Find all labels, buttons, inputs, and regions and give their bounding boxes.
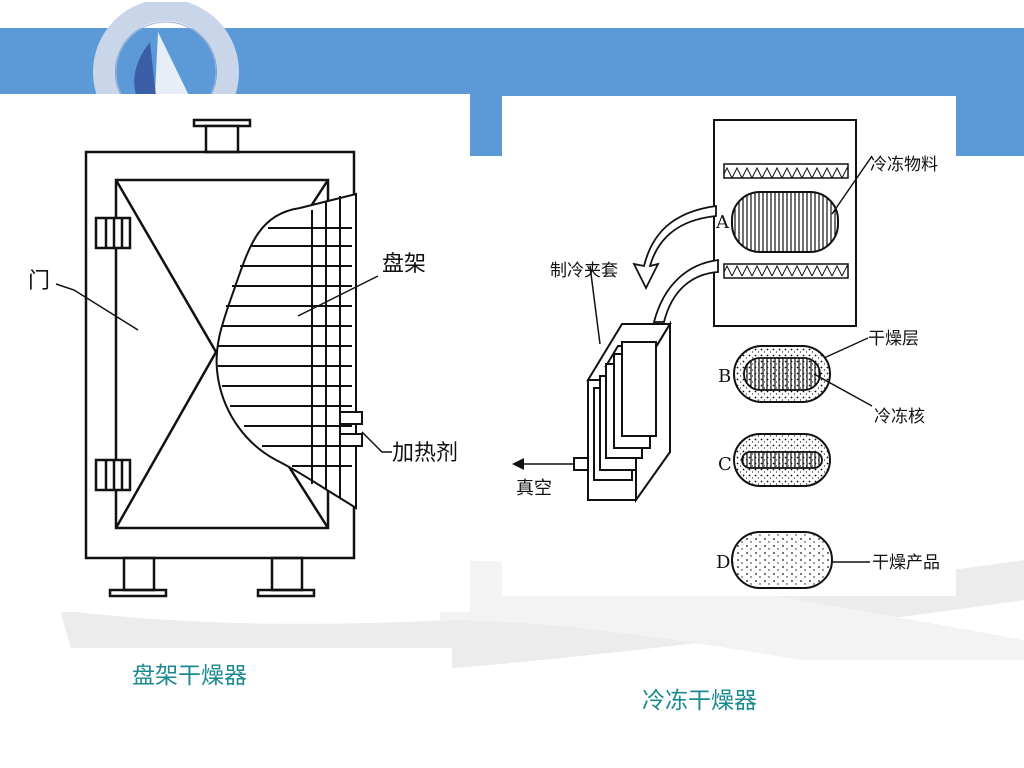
stage-c-label: C bbox=[718, 454, 732, 475]
tray-dryer-caption: 盘架干燥器 bbox=[132, 663, 247, 689]
stage-d-label: D bbox=[716, 552, 730, 573]
caption-box-left bbox=[0, 648, 452, 720]
dry-layer-label: 干燥层 bbox=[868, 329, 919, 349]
freeze-dryer-caption: 冷冻干燥器 bbox=[642, 688, 757, 714]
tray-dryer-figure: 门 盘架 加热剂 bbox=[0, 94, 470, 612]
stage-a-label: A bbox=[715, 212, 730, 233]
door-label: 门 bbox=[28, 269, 50, 294]
frozen-material-label: 冷冻物料 bbox=[870, 155, 938, 175]
freeze-dryer-figure: A B C D 冷冻物料 干燥层 冷冻核 干燥产品 制冷夹套 真空 bbox=[502, 96, 956, 596]
heating-agent-label: 加热剂 bbox=[392, 441, 458, 466]
tray-rack-label: 盘架 bbox=[382, 252, 426, 277]
freeze-dryer-diagram: A B C D 冷冻物料 干燥层 冷冻核 干燥产品 制冷夹套 真空 bbox=[512, 119, 940, 589]
vacuum-label: 真空 bbox=[516, 478, 552, 499]
frozen-core-label: 冷冻核 bbox=[874, 407, 925, 427]
tray-dryer-diagram: 门 盘架 加热剂 bbox=[28, 118, 458, 598]
jacket-label: 制冷夹套 bbox=[550, 261, 618, 281]
dry-product-label: 干燥产品 bbox=[872, 553, 940, 573]
stage-b-label: B bbox=[718, 366, 731, 387]
caption-box-right bbox=[632, 660, 1024, 768]
